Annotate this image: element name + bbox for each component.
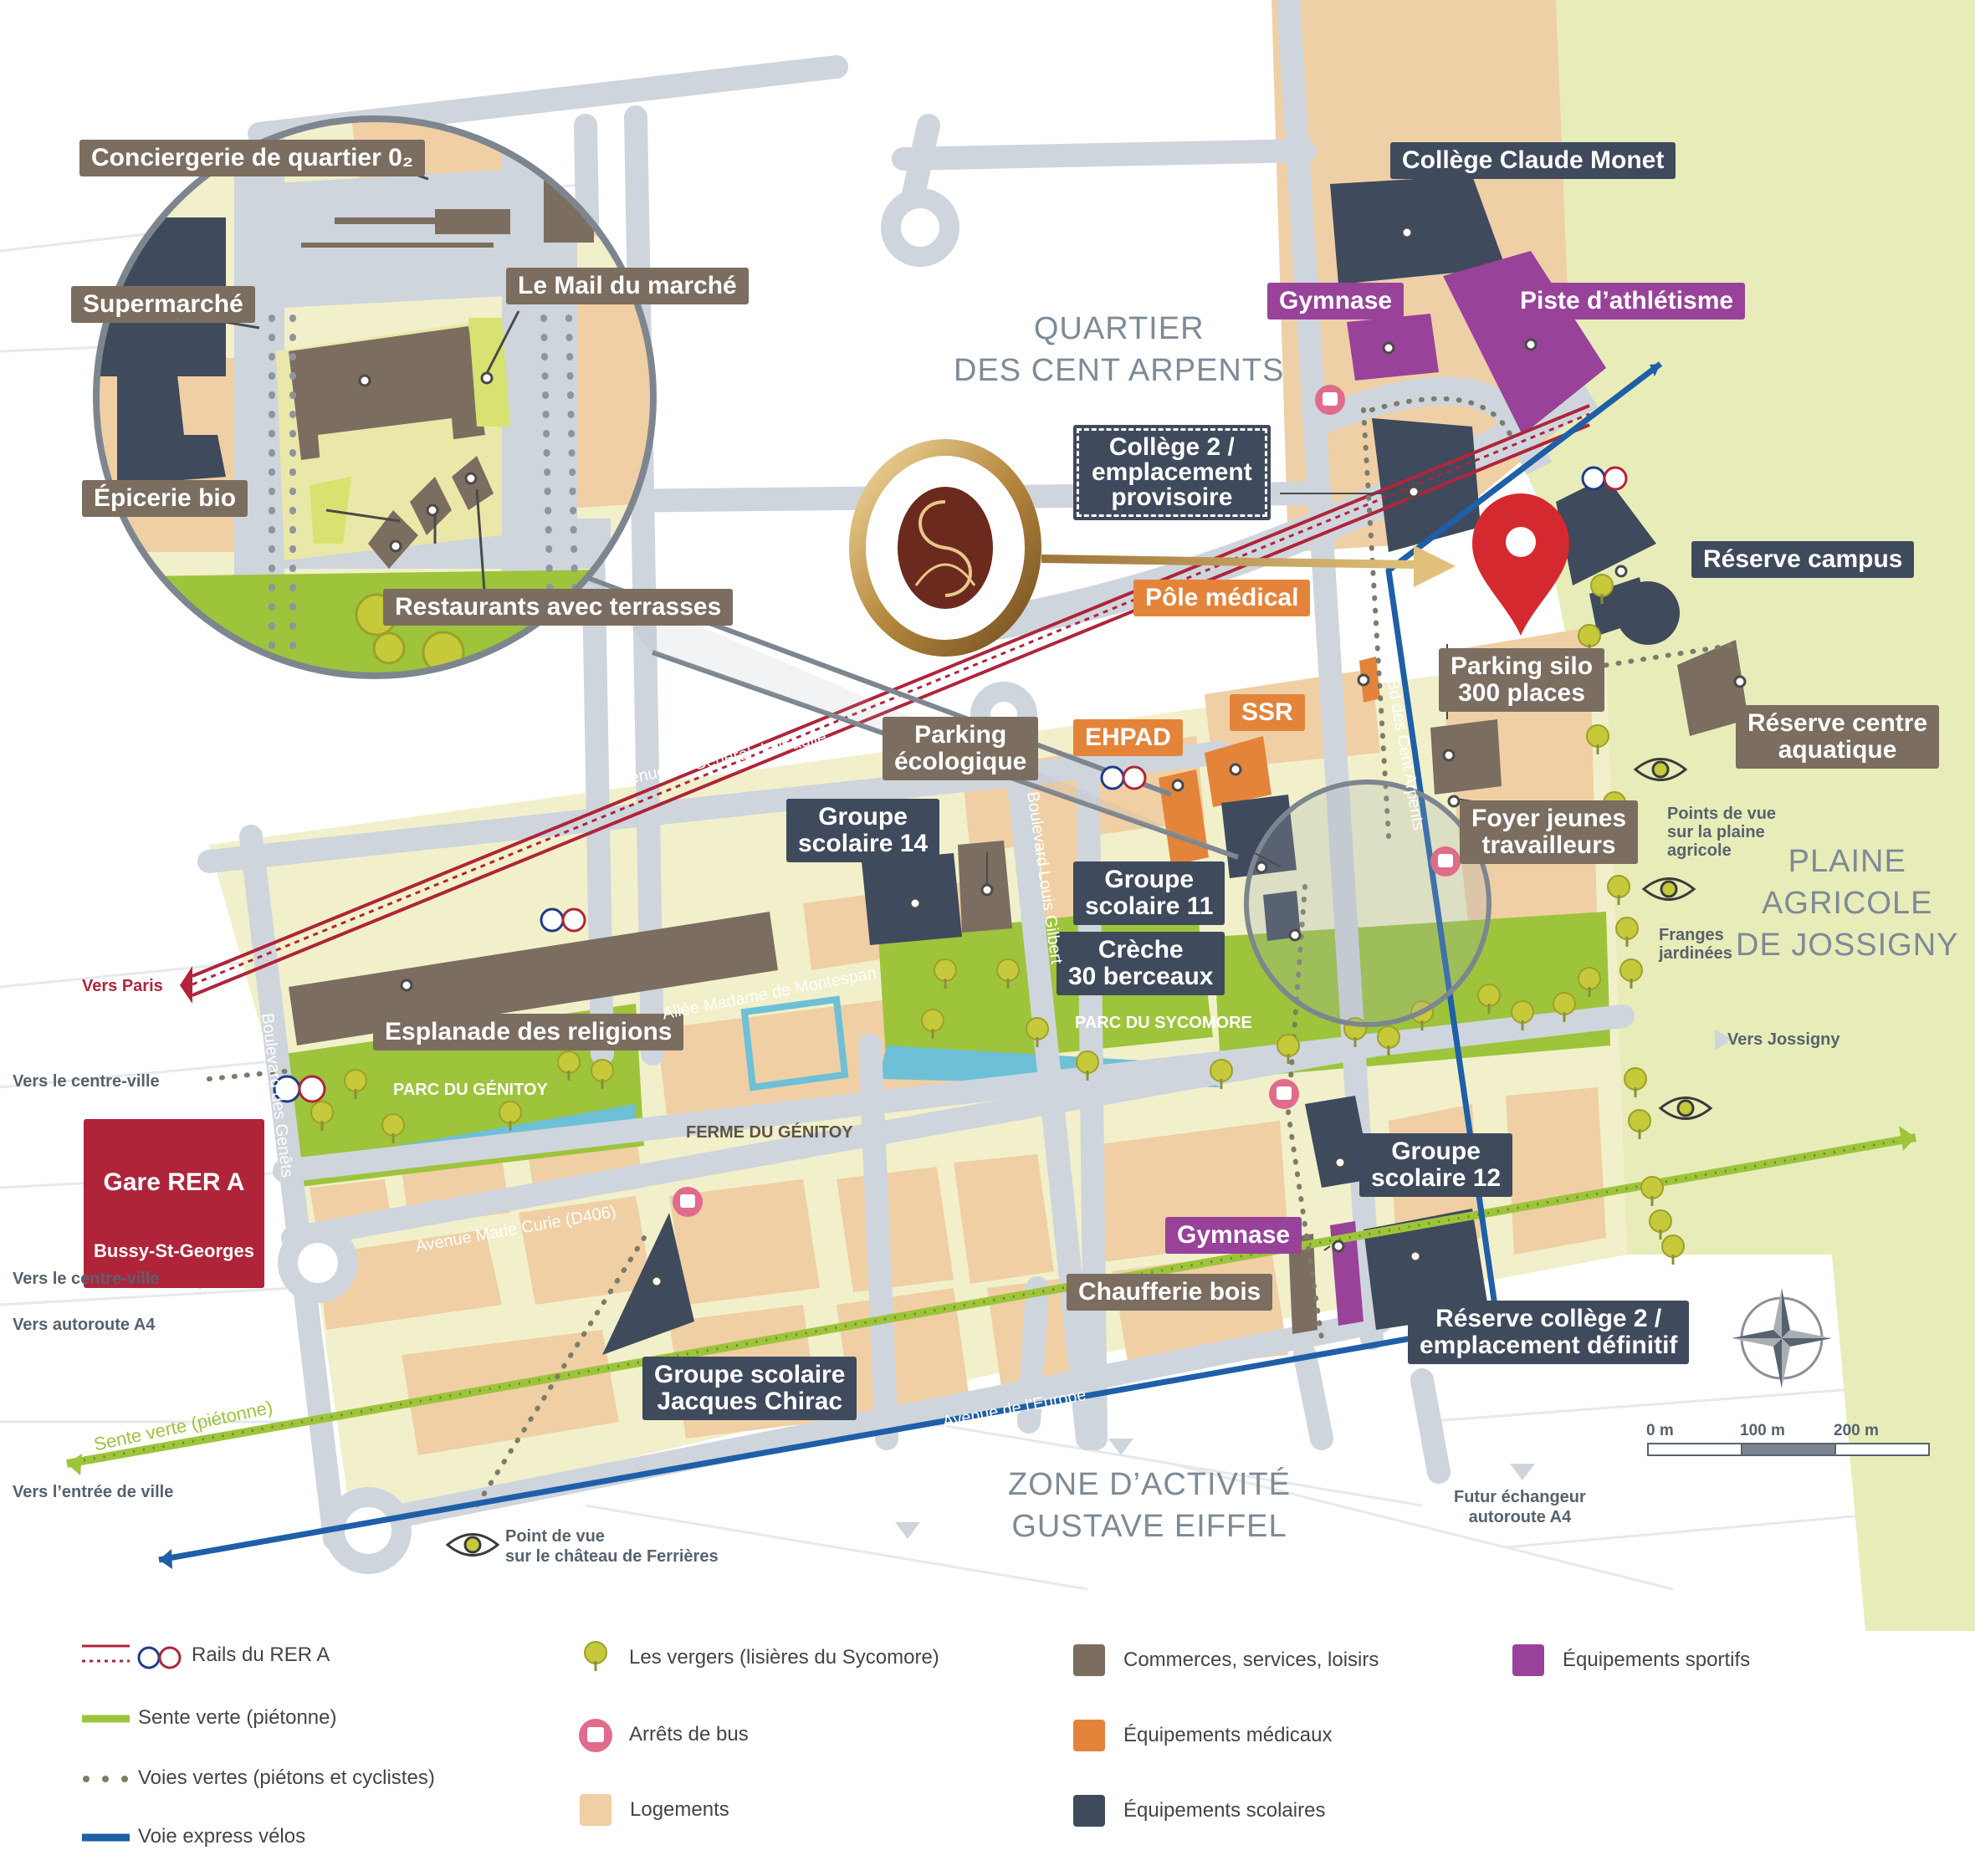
dir-centre-ville-2: Vers le centre-ville [13,1270,160,1288]
label-restaurants[interactable]: Restaurants avec terrasses [383,589,734,626]
viewpoint-franges: Franges jardinées [1659,926,1732,963]
legend-scolaires: Équipements scolaires [1073,1795,1325,1827]
label-pole-medical[interactable]: Pôle médical [1133,580,1311,616]
legend-sente: Sente verte (piétonne) [138,1706,336,1730]
viewpoint-eyes [445,758,1713,1557]
legend-vergers-text: Les vergers (lisières du Sycomore) [629,1646,939,1669]
legend-medical-text: Équipements médicaux [1123,1724,1333,1746]
label-epicerie-bio[interactable]: Épicerie bio [82,480,248,517]
rer-rail-bot [192,423,1590,997]
label-college-2-provisoire[interactable]: Collège 2 / emplacement provisoire [1073,425,1271,520]
legend-bus: Arrêts de bus [629,1723,749,1746]
ferme-pond [740,995,849,1091]
scale-bar [1647,1443,1930,1456]
district-cent-arpents: QUARTIER DES CENT ARPENTS [954,311,1285,388]
location-pin [1472,493,1569,636]
dir-paris: Vers Paris [82,977,163,995]
label-gare-rer[interactable]: Gare RER A Bussy-St-Georges [84,1119,264,1288]
dir-jossigny: Vers Jossigny [1727,1030,1840,1049]
legend-rer-text: Rails du RER A [192,1643,330,1666]
label-ssr[interactable]: SSR [1230,694,1305,731]
legend-voies-text: Voies vertes (piétons et cyclistes) [138,1766,435,1789]
legend-sportifs: Équipements sportifs [1512,1644,1750,1676]
label-supermarche[interactable]: Supermarché [71,286,255,323]
legend-scolaires-text: Équipements scolaires [1123,1799,1326,1822]
legend-commerces-text: Commerces, services, loisirs [1123,1649,1379,1671]
legend-logements: Logements [580,1794,729,1826]
scale-tick-100: 100 m [1740,1422,1785,1439]
place-parc-genitoy: PARC DU GÉNITOY [393,1081,548,1099]
bus-stops [673,385,1461,1217]
label-chaufferie-bois[interactable]: Chaufferie bois [1067,1274,1273,1311]
swatch-scolaires [1073,1795,1105,1827]
label-gymnase-nord[interactable]: Gymnase [1267,283,1405,319]
voies-vertes [207,396,1742,1508]
legend-sente-text: Sente verte (piétonne) [138,1706,337,1729]
dir-entree-ville: Vers l’entrée de ville [13,1483,174,1501]
gare-subtitle: Bussy-St-Georges [94,1240,254,1261]
legend-express: Voie express vélos [138,1825,305,1848]
label-groupe-scolaire-12[interactable]: Groupe scolaire 12 [1359,1133,1513,1197]
label-groupe-scolaire-14[interactable]: Groupe scolaire 14 [786,799,940,862]
logo-emblem [849,439,1041,657]
agricultural-plain [1305,0,1975,1631]
swatch-commerces [1073,1644,1105,1676]
legend-logements-text: Logements [630,1798,729,1821]
label-ehpad[interactable]: EHPAD [1073,719,1183,756]
label-parking-silo[interactable]: Parking silo 300 places [1439,648,1605,712]
label-reserve-college-2[interactable]: Réserve collège 2 / emplacement définiti… [1408,1301,1690,1364]
gare-title: Gare RER A [103,1168,245,1196]
legend-voies-vertes: Voies vertes (piétons et cyclistes) [138,1766,435,1790]
label-conciergerie[interactable]: Conciergerie de quartier 0₂ [79,140,426,176]
scale-tick-200: 200 m [1834,1422,1879,1439]
zoom-area-circle [1244,780,1491,1027]
legend-rer: Rails du RER A [192,1643,330,1667]
swatch-sportifs [1512,1644,1544,1676]
swatch-medical [1073,1720,1105,1751]
voie-express [158,361,1663,1563]
legend-bus-text: Arrêts de bus [629,1723,749,1746]
legend-vergers: Les vergers (lisières du Sycomore) [629,1646,939,1669]
dir-centre-ville-1: Vers le centre-ville [13,1072,160,1091]
compass-rose [1732,1288,1832,1388]
label-mail-marche[interactable]: Le Mail du marché [506,268,749,304]
dir-autoroute-a4: Vers autoroute A4 [13,1316,156,1334]
place-ferme-genitoy: FERME DU GÉNITOY [686,1123,853,1142]
place-parc-sycomore: PARC DU SYCOMORE [1075,1014,1252,1032]
label-groupe-scolaire-11[interactable]: Groupe scolaire 11 [1073,861,1225,925]
school-blocks [602,176,1680,1355]
swatch-logements [580,1794,611,1826]
legend-express-text: Voie express vélos [138,1825,306,1848]
label-piste-athletisme[interactable]: Piste d’athlétisme [1508,283,1746,319]
label-esplanade-religions[interactable]: Esplanade des religions [373,1014,684,1050]
scale-tick-0: 0 m [1646,1422,1674,1439]
label-gymnase-sud[interactable]: Gymnase [1165,1217,1302,1254]
label-groupe-scolaire-chirac[interactable]: Groupe scolaire Jacques Chirac [642,1357,857,1420]
rer-badges [273,466,1628,1103]
legend-commerces: Commerces, services, loisirs [1073,1644,1379,1676]
label-college-monet[interactable]: Collège Claude Monet [1390,142,1676,179]
label-reserve-campus[interactable]: Réserve campus [1691,541,1915,578]
legend-medical: Équipements médicaux [1073,1720,1332,1751]
rer-arrow-paris [180,966,192,1004]
district-zone-eiffel: ZONE D’ACTIVITÉ GUSTAVE EIFFEL [1008,1467,1292,1544]
viewpoint-plaine: Points de vue sur la plaine agricole [1667,805,1777,860]
label-parking-ecologique[interactable]: Parking écologique [883,717,1039,780]
label-foyer-jeunes[interactable]: Foyer jeunes travailleurs [1460,800,1639,864]
label-creche[interactable]: Crèche 30 berceaux [1057,932,1225,995]
rer-rail-mid [192,412,1590,986]
legend-graphics [82,1641,612,1842]
viewpoint-chateau: Point de vue sur le château de Ferrières [505,1527,719,1566]
district-plaine-jossigny: PLAINE AGRICOLE DE JOSSIGNY [1736,844,1959,963]
dir-echangeur: Futur échangeur autoroute A4 [1454,1488,1586,1526]
label-reserve-aquatique[interactable]: Réserve centre aquatique [1736,705,1940,769]
legend-sportifs-text: Équipements sportifs [1563,1649,1751,1671]
